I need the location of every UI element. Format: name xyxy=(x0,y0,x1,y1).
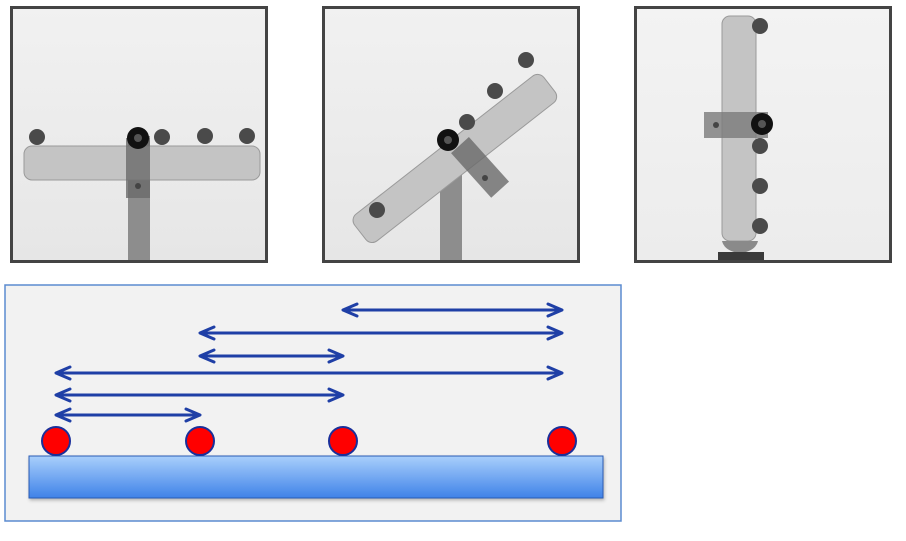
distance-arrow-1-4 xyxy=(54,365,564,381)
distance-diagram xyxy=(4,284,624,524)
xray-marker xyxy=(487,83,503,99)
xray-marker xyxy=(752,218,768,234)
distance-arrow-1-3 xyxy=(54,387,345,403)
xray-marker xyxy=(239,128,255,144)
clamp-block xyxy=(451,137,510,198)
phantom-rod xyxy=(28,455,604,499)
xray-panel-tilted xyxy=(322,6,580,263)
base-mount xyxy=(722,241,758,252)
marker-1 xyxy=(41,426,71,456)
marker-2 xyxy=(185,426,215,456)
distance-arrow-2-3 xyxy=(198,348,345,364)
marker-4 xyxy=(547,426,577,456)
xray-marker xyxy=(752,178,768,194)
distance-arrow-3-4 xyxy=(341,302,564,318)
xray-marker xyxy=(154,129,170,145)
marker-3 xyxy=(328,426,358,456)
xray-marker xyxy=(197,128,213,144)
xray-panel-vertical xyxy=(634,6,892,263)
distance-arrow-2-4 xyxy=(198,325,564,341)
xray-marker xyxy=(459,114,475,130)
xray-panel-horizontal xyxy=(10,6,268,263)
xray-marker xyxy=(369,202,385,218)
distance-arrow-1-2 xyxy=(54,407,202,423)
xray-marker xyxy=(518,52,534,68)
xray-marker xyxy=(752,138,768,154)
xray-marker xyxy=(29,129,45,145)
xray-marker xyxy=(752,18,768,34)
